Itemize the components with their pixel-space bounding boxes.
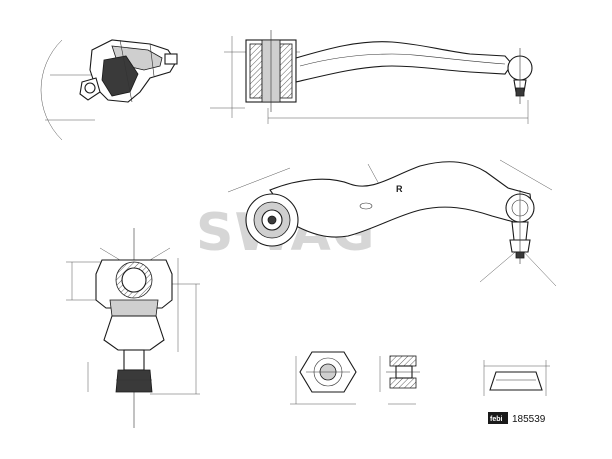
ball-joint-section-view [66,228,200,428]
arm-side-marking: R [396,184,403,194]
nut-side-section [379,355,420,405]
control-arm-top-view: R [227,159,557,287]
nut-front-view [290,351,357,405]
brand-logo: febi [488,412,508,424]
control-arm-side-view [210,30,533,124]
part-number: 185539 [512,414,546,425]
bushing-housing-view [40,39,178,141]
washer-profile [483,360,550,396]
logo-text: febi [490,416,503,423]
